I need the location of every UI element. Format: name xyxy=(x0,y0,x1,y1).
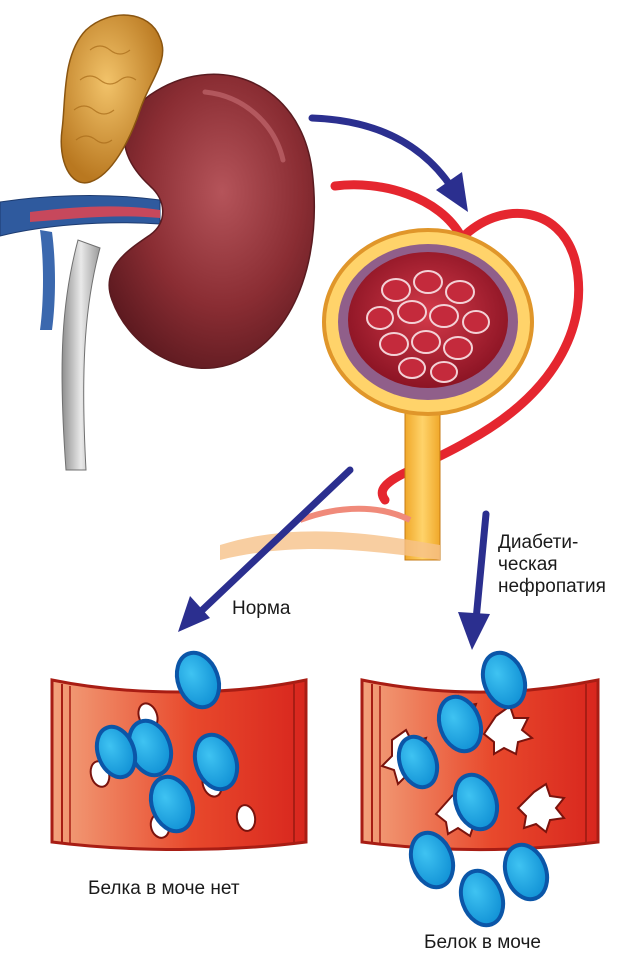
renal-vein-branch xyxy=(40,230,55,330)
label-diabetic-line-2: ческая xyxy=(498,554,634,576)
protein-icon xyxy=(454,865,511,931)
kidney-illustration xyxy=(0,15,314,470)
vessel-wall-normal xyxy=(52,647,306,850)
vessel-wall-damaged xyxy=(362,647,598,931)
label-no-protein-in-urine: Белка в моче нет xyxy=(88,878,240,900)
tubule-vessel xyxy=(300,509,410,520)
arrow-to-diabetic xyxy=(458,514,490,650)
label-diabetic-nephropathy: Диабети- ческая нефропатия xyxy=(498,532,634,598)
label-normal: Норма xyxy=(232,598,290,620)
ureter xyxy=(62,240,100,470)
label-protein-in-urine: Белок в моче xyxy=(424,932,541,954)
label-diabetic-line-1: Диабети- xyxy=(498,532,634,554)
arrow-icon xyxy=(312,118,468,212)
tubule xyxy=(405,410,440,560)
label-diabetic-line-3: нефропатия xyxy=(498,576,634,598)
